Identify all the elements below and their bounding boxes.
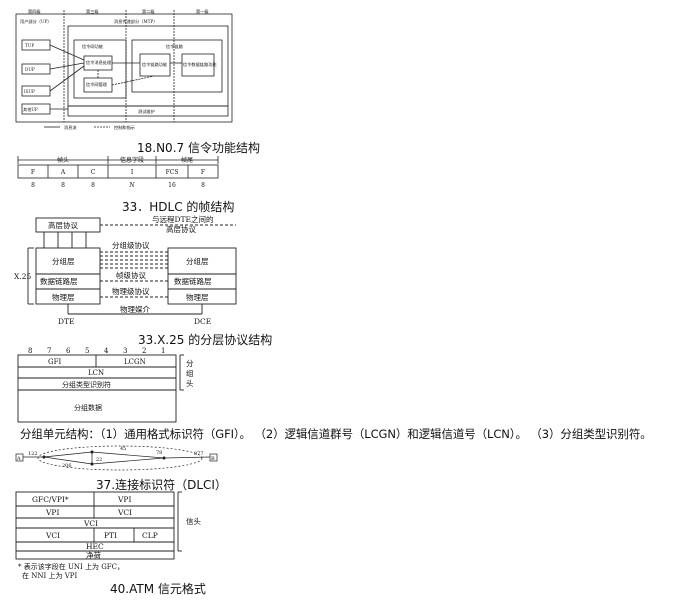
caption-hdlc: 33．HDLC 的帧结构 — [122, 200, 235, 214]
dlci-num-206: 206 — [62, 463, 72, 469]
atm-vci-3: VCI — [45, 531, 60, 540]
packet-header-label-1: 分 — [186, 359, 194, 368]
no7-legend-ctrl: 控制和指示 — [114, 124, 135, 131]
packet-lcn: LCN — [88, 369, 104, 377]
x25-medium-label: 物理媒介 — [120, 304, 150, 314]
no7-up-label: 用户部分（UP） — [20, 18, 51, 25]
x25-dte-link-layer: 数据链路层 — [40, 276, 78, 286]
atm-vpi-2: VPI — [45, 508, 59, 517]
no7-data-link-func: 信令数据链路功能 — [183, 61, 217, 68]
packet-type: 分组类型识别符 — [62, 380, 111, 389]
packet-lcgn: LCGN — [124, 358, 146, 366]
dlci-node-a: A — [16, 456, 21, 462]
no7-msg-proc: 信令消息处理 — [86, 59, 112, 66]
hdlc-field-c: C — [91, 169, 96, 176]
packet-header-label-2: 组 — [186, 368, 194, 378]
atm-vpi-1: VPI — [117, 495, 131, 504]
dlci-num-45: 45 — [120, 446, 126, 452]
no7-level-2: 第二级 — [142, 8, 155, 15]
packet-format: 8 7 6 5 4 3 2 1 GFI LCGN LCN 分组类型识别符 分组数… — [17, 347, 194, 423]
packet-bit-3: 3 — [123, 347, 127, 355]
no7-test: 测试维护 — [138, 108, 155, 115]
hdlc-bits-c: 8 — [91, 182, 95, 189]
packet-bit-2: 2 — [142, 347, 146, 355]
dlci-diagram: A B 122 206 22 45 78 877 — [15, 445, 218, 471]
x25-diagram: 高层协议 与远程DTE之间的 高层协议 分组层 数据链路层 物理层 分组层 数据… — [14, 214, 237, 326]
atm-cell: GFC/VPI* VPI VPI VCI VCI VCI PTI CLP HEC… — [15, 491, 201, 580]
hdlc-field-f2: F — [201, 169, 205, 176]
atm-vci-1: VCI — [117, 508, 132, 517]
dlci-num-22: 22 — [96, 457, 102, 463]
x25-dte-label: DTE — [58, 317, 75, 326]
no7-user-dup: DUP — [25, 67, 35, 72]
caption-atm: 40.ATM 信元格式 — [110, 582, 206, 596]
x25-dce-physical-layer: 物理层 — [186, 292, 209, 302]
caption-x25: 33.X.25 的分层协议结构 — [138, 333, 273, 347]
x25-label: X.25 — [14, 272, 31, 281]
hdlc-bits-f1: 8 — [31, 182, 35, 189]
hdlc-bits-i: N — [128, 182, 135, 189]
hdlc-field-a: A — [60, 169, 66, 176]
hdlc-group-head: 帧头 — [57, 156, 69, 164]
dlci-node-b: B — [211, 456, 215, 462]
x25-remote-label-2: 高层协议 — [166, 224, 196, 234]
packet-bit-7: 7 — [47, 347, 51, 355]
dlci-num-122: 122 — [28, 451, 38, 457]
atm-vci-2: VCI — [83, 519, 98, 528]
x25-physical-protocol: 物理级协议 — [112, 286, 150, 296]
caption-dlci: 37.连接标识符（DLCI） — [96, 478, 227, 492]
atm-hec: HEC — [86, 542, 104, 551]
no7-level-3: 第三级 — [86, 8, 99, 15]
hdlc-bits-a: 8 — [61, 182, 65, 189]
no7-level-4: 第四级 — [28, 8, 41, 15]
hdlc-field-i: I — [131, 169, 134, 176]
no7-legend-msg: 消息流 — [64, 124, 77, 131]
packet-bit-5: 5 — [85, 347, 89, 355]
x25-remote-label: 与远程DTE之间的 — [152, 214, 214, 224]
packet-bit-8: 8 — [28, 347, 32, 355]
no7-mtp-label: 消息传递部分（MTP） — [114, 18, 157, 25]
atm-clp: CLP — [142, 531, 158, 540]
packet-gfi: GFI — [48, 358, 61, 366]
hdlc-field-f1: F — [31, 169, 35, 176]
no7-net-mgmt: 信令网管理 — [86, 81, 108, 88]
hdlc-group-tail: 帧尾 — [181, 156, 193, 164]
packet-bit-1: 1 — [161, 347, 165, 355]
dlci-num-877: 877 — [194, 451, 204, 457]
packet-bit-4: 4 — [104, 347, 109, 355]
no7-diagram: 第四级 第三级 第二级 第一级 用户部分（UP） 消息传递部分（MTP） TUP… — [15, 8, 233, 131]
atm-payload: 净荷 — [86, 550, 101, 560]
hdlc-frame: 帧头 信息字段 帧尾 F A C I FCS F 8 8 8 N 16 8 — [17, 156, 219, 189]
x25-packet-protocol: 分组级协议 — [112, 240, 150, 250]
packet-bit-6: 6 — [66, 347, 71, 355]
x25-frame-protocol: 帧级协议 — [116, 270, 146, 280]
packet-header-label-3: 头 — [186, 378, 194, 388]
x25-dte-packet-layer: 分组层 — [52, 256, 75, 266]
hdlc-field-fcs: FCS — [166, 169, 179, 176]
no7-net-func: 信令网功能 — [82, 43, 104, 50]
x25-high-protocol: 高层协议 — [48, 220, 78, 230]
no7-user-other: 其他UP — [23, 106, 38, 113]
hdlc-bits-fcs: 16 — [168, 182, 176, 189]
hdlc-group-info: 信息字段 — [120, 156, 144, 164]
no7-link-func: 信令链路功能 — [142, 61, 168, 68]
hdlc-bits-f2: 8 — [201, 182, 205, 189]
atm-header-label: 信头 — [186, 516, 201, 526]
x25-dce-link-layer: 数据链路层 — [174, 276, 212, 286]
dlci-num-78: 78 — [156, 450, 162, 456]
packet-description: 分组单元结构：（1）通用格式标识符（GFI）。 （2）逻辑信道群号（LCGN）和… — [20, 427, 652, 441]
no7-link: 信令链路 — [166, 43, 184, 50]
x25-dce-packet-layer: 分组层 — [186, 256, 209, 266]
no7-user-tup: TUP — [25, 43, 34, 48]
no7-level-1: 第一级 — [196, 8, 209, 15]
packet-data: 分组数据 — [74, 403, 102, 412]
x25-dte-physical-layer: 物理层 — [52, 292, 75, 302]
atm-note-2: 在 NNI 上为 VPI — [22, 571, 77, 580]
atm-pti: PTI — [104, 531, 117, 540]
atm-note-1: * 表示该字段在 UNI 上为 GFC， — [18, 562, 124, 571]
x25-dce-label: DCE — [194, 317, 211, 326]
caption-no7: 18.N0.7 信令功能结构 — [137, 141, 260, 155]
no7-user-isup: ISUP — [24, 89, 35, 94]
atm-gfc-vpi: GFC/VPI* — [32, 495, 69, 504]
